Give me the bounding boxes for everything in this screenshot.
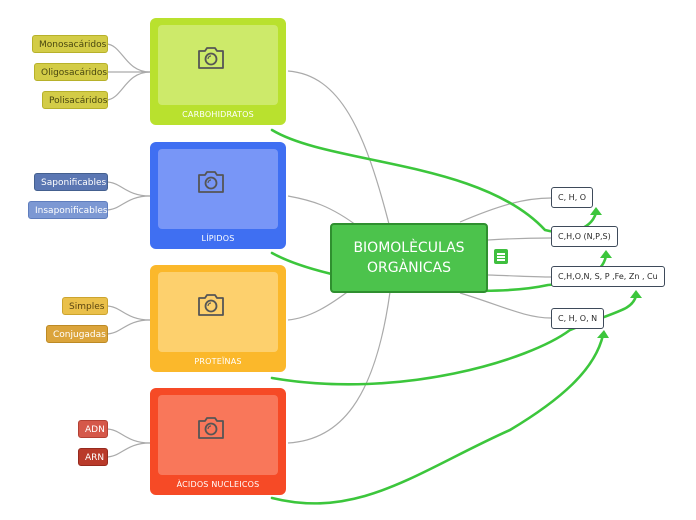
tag-polisacaridos[interactable]: Polisacáridos	[42, 91, 108, 109]
branch-proteinas	[287, 289, 351, 321]
arrowhead-3	[630, 290, 642, 298]
photo-placeholder	[158, 149, 278, 229]
element-box-2[interactable]: C,H,O (N,P,S)	[551, 226, 618, 247]
central-title-line-2: ORGÀNICAS	[366, 260, 451, 276]
branch-sub-arn	[105, 442, 151, 458]
card-carbohidratos[interactable]: CARBOHIDRATOS	[150, 18, 286, 125]
photo-placeholder	[158, 395, 278, 475]
tag-adn[interactable]: ADN	[78, 420, 108, 438]
branch-sub-insaponificables	[105, 195, 151, 211]
card-acidos-nucleicos[interactable]: ÀCIDOS NUCLEICOS	[150, 388, 286, 495]
tag-oligosacaridos[interactable]: Oligosacáridos	[34, 63, 108, 81]
element-box-1[interactable]: C, H, O	[551, 187, 594, 208]
branch-el-4	[459, 292, 552, 319]
tag-arn[interactable]: ARN	[78, 448, 108, 466]
card-proteinas[interactable]: PROTEÏNAS	[150, 265, 286, 372]
camera-icon	[198, 417, 224, 439]
camera-icon	[198, 47, 224, 69]
branch-el-3	[487, 274, 552, 278]
branch-sub-conjugadas	[105, 319, 151, 335]
arrowhead-2	[600, 250, 612, 258]
branch-lipidos	[287, 195, 361, 229]
tag-monosacaridos[interactable]: Monosacáridos	[32, 35, 108, 53]
branch-sub-simples	[105, 305, 151, 321]
card-label: LÍPIDOS	[201, 234, 235, 243]
branch-el-2	[487, 237, 552, 241]
tag-saponificables[interactable]: Saponificables	[34, 173, 108, 191]
tag-insaponificables[interactable]: Insaponificables	[28, 201, 108, 219]
camera-icon	[198, 171, 224, 193]
card-label: ÀCIDOS NUCLEICOS	[176, 480, 260, 489]
branch-sub-adn	[105, 428, 151, 444]
photo-placeholder	[158, 25, 278, 105]
central-topic[interactable]: BIOMOLÈCULAS ORGÀNICAS	[330, 223, 488, 293]
arrowhead-1	[590, 207, 602, 215]
arrow-carbohidratos	[270, 128, 598, 234]
element-box-4[interactable]: C, H, O, N	[551, 308, 605, 329]
camera-icon	[198, 294, 224, 316]
tag-conjugadas[interactable]: Conjugadas	[46, 325, 108, 343]
branch-sub-monosacaridos	[105, 43, 151, 73]
tag-simples[interactable]: Simples	[62, 297, 108, 315]
notes-icon[interactable]	[494, 249, 508, 264]
card-lipidos[interactable]: LÍPIDOS	[150, 142, 286, 249]
branch-acidos	[287, 291, 391, 444]
element-box-3[interactable]: C,H,O,N, S, P ,Fe, Zn , Cu	[551, 266, 665, 287]
photo-placeholder	[158, 272, 278, 352]
arrowhead-4	[597, 330, 609, 338]
card-label: PROTEÏNAS	[194, 357, 242, 366]
central-title-line-1: BIOMOLÈCULAS	[353, 240, 465, 256]
arrow-heads	[590, 207, 642, 338]
branch-sub-polisacaridos	[105, 71, 151, 101]
branch-sub-saponificables	[105, 181, 151, 197]
arrow-acidos	[270, 333, 605, 505]
card-label: CARBOHIDRATOS	[182, 110, 254, 119]
arrow-proteinas	[270, 294, 638, 386]
branch-carbohidratos	[287, 70, 391, 229]
